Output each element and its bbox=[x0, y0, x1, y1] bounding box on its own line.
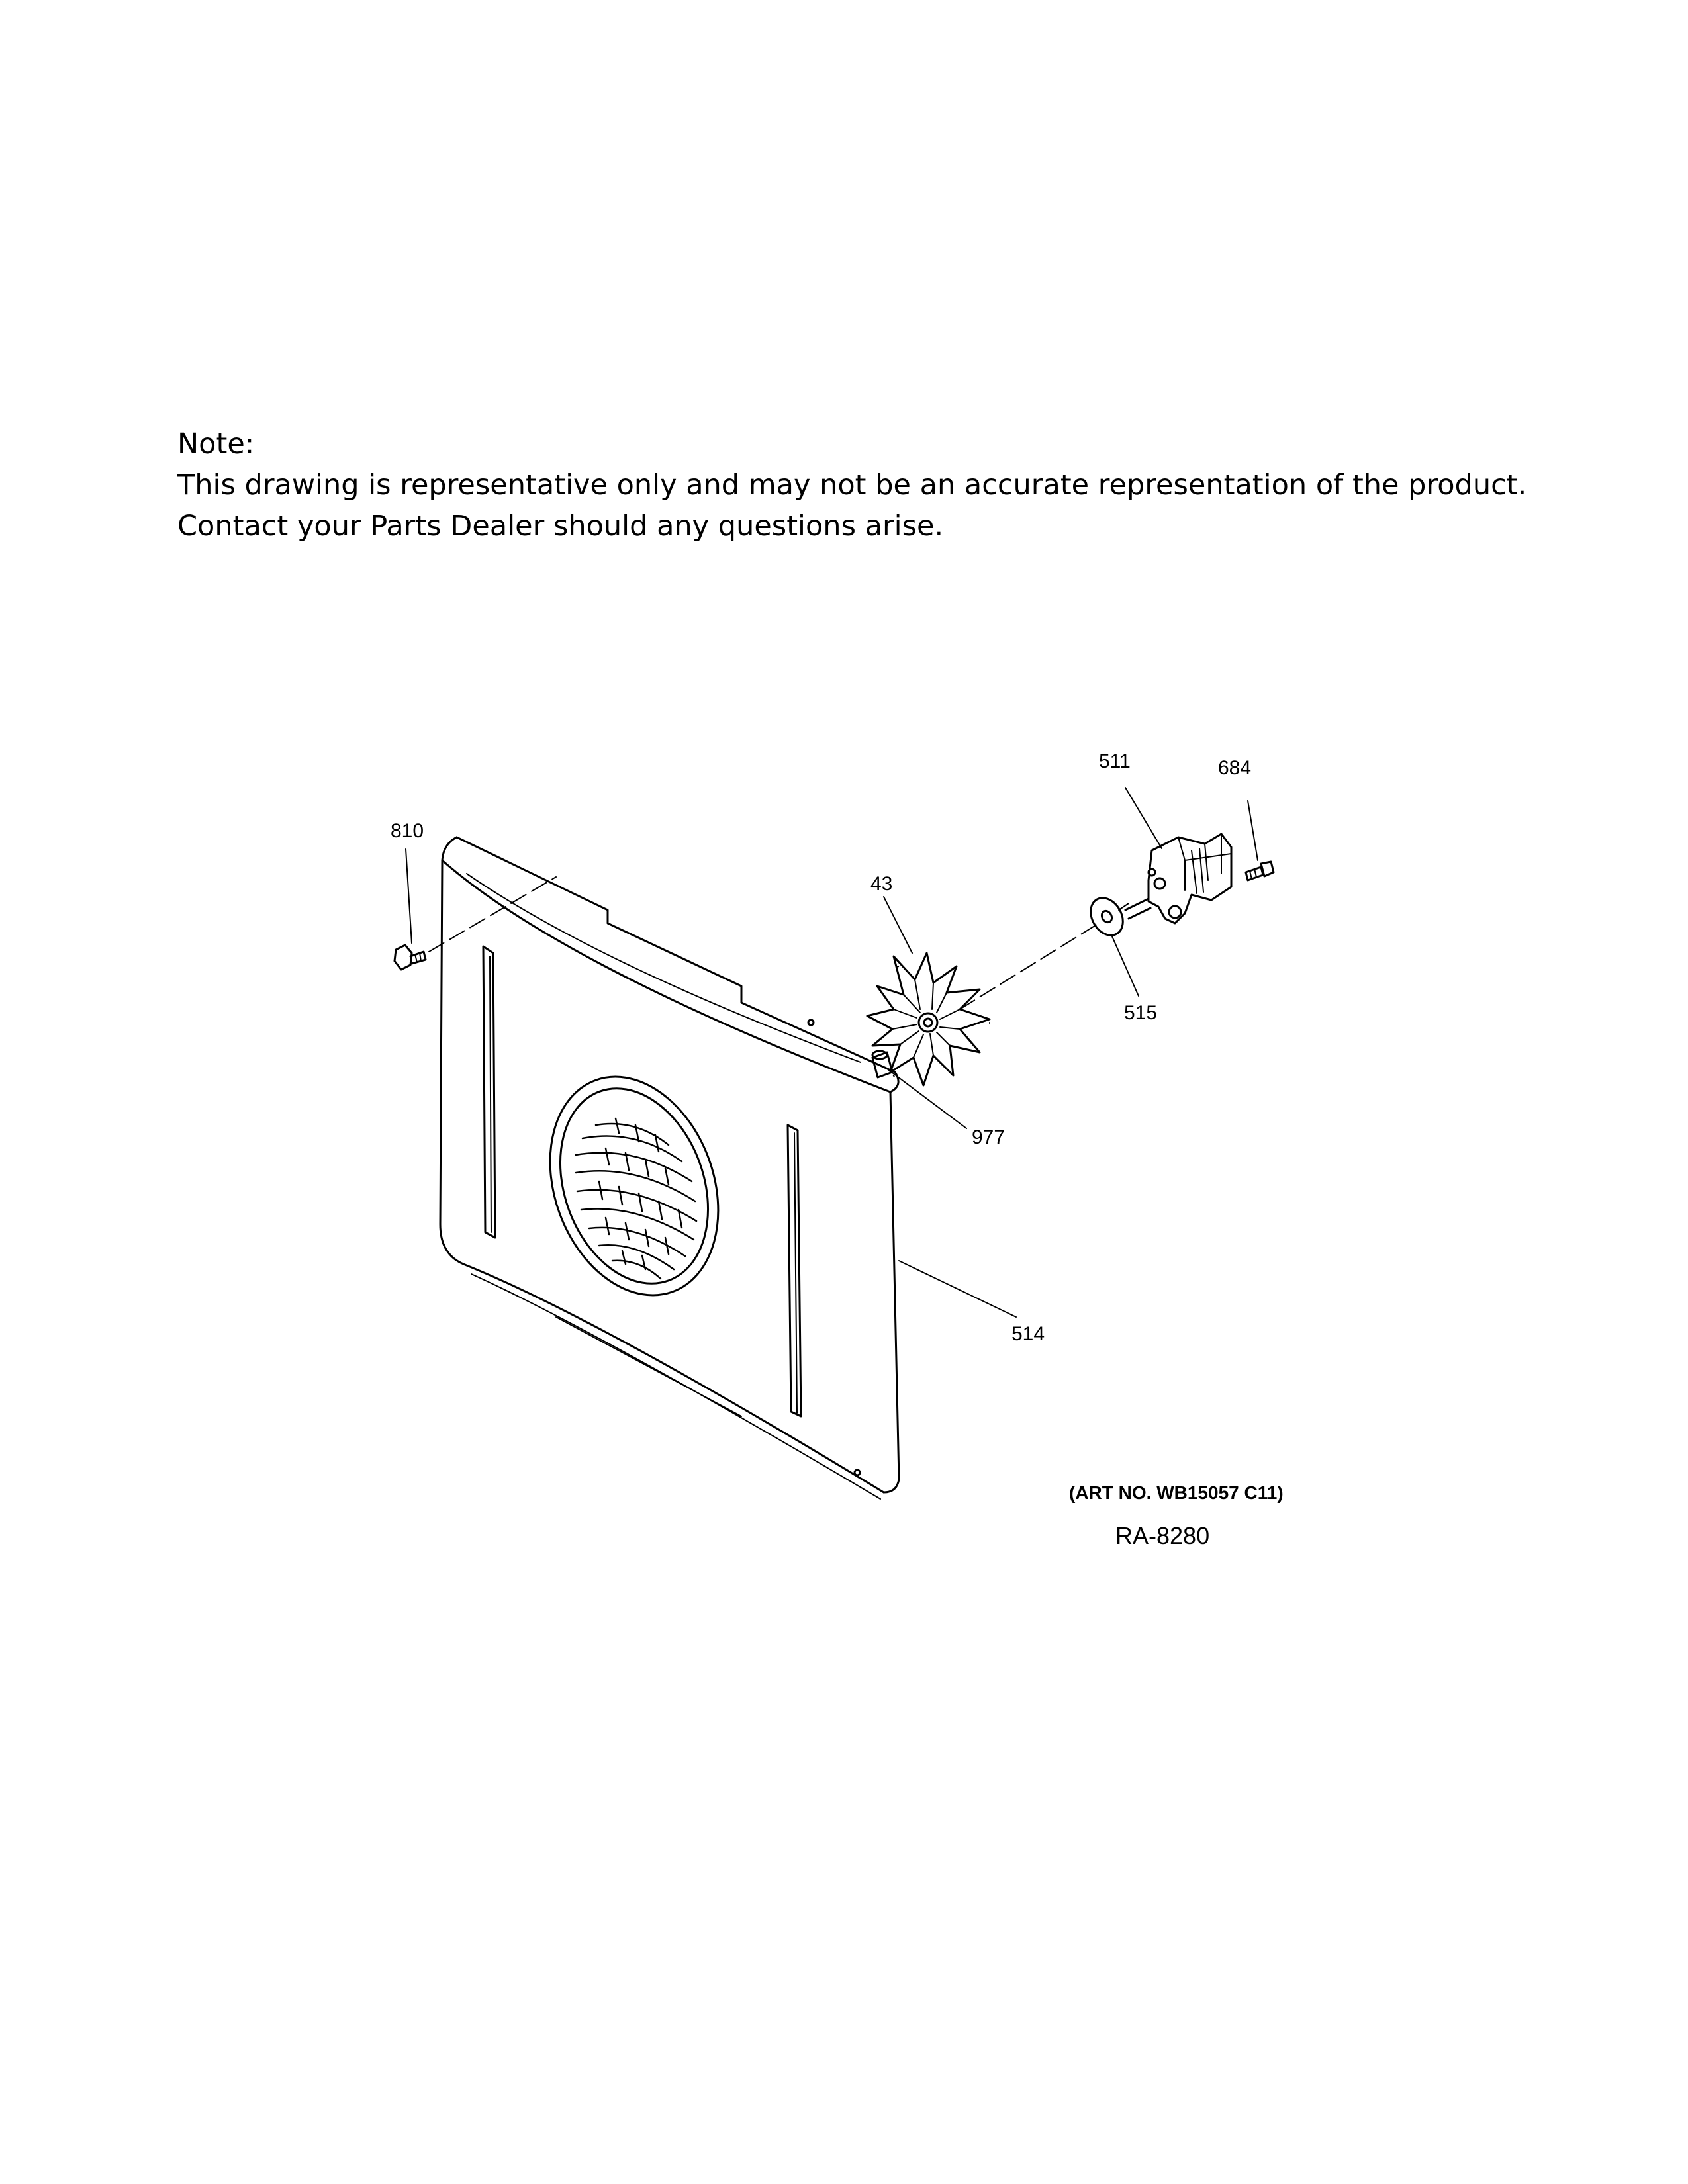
screw-810-axis bbox=[428, 876, 557, 952]
art-number: (ART NO. WB15057 C11) bbox=[1069, 1482, 1284, 1503]
note-heading: Note: bbox=[177, 428, 255, 461]
callout-43: 43 bbox=[870, 873, 892, 895]
screw-684 bbox=[1244, 860, 1275, 882]
fan-assembly-axis bbox=[959, 903, 1129, 1010]
disclaimer-note: Note: This drawing is representative onl… bbox=[177, 424, 1526, 547]
fan-blade-43 bbox=[863, 952, 991, 1087]
callout-810: 810 bbox=[391, 820, 424, 842]
note-line-2: Contact your Parts Dealer should any que… bbox=[177, 510, 944, 543]
ra-number: RA-8280 bbox=[1115, 1522, 1210, 1549]
convection-cover-panel bbox=[439, 836, 900, 1500]
leader-lines bbox=[405, 787, 1258, 1318]
callout-977: 977 bbox=[972, 1126, 1005, 1148]
screw-810 bbox=[393, 944, 427, 971]
callout-511: 511 bbox=[1099, 751, 1131, 772]
fan-motor-511 bbox=[1124, 833, 1233, 925]
note-line-1: This drawing is representative only and … bbox=[177, 469, 1527, 502]
callout-515: 515 bbox=[1124, 1002, 1157, 1024]
fan-grille bbox=[575, 1117, 698, 1280]
callout-684: 684 bbox=[1218, 757, 1251, 779]
washer-515 bbox=[1090, 897, 1124, 936]
callout-514: 514 bbox=[1011, 1323, 1045, 1345]
